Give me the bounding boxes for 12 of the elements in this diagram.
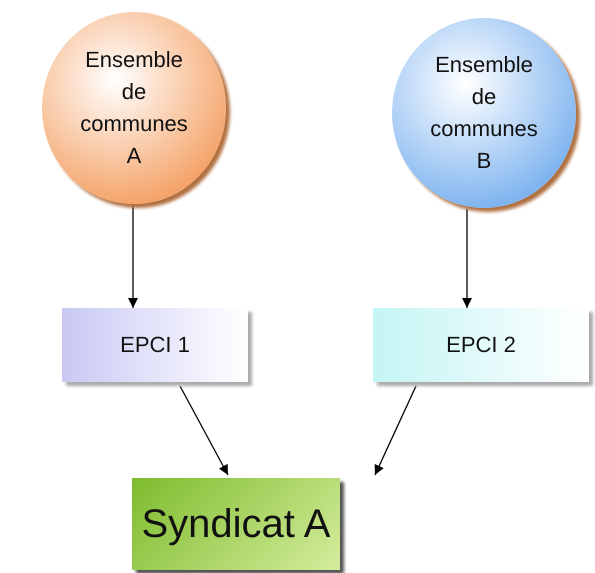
arrow bbox=[128, 205, 138, 308]
process-box bbox=[62, 308, 248, 382]
node-label: Syndicat A bbox=[141, 501, 330, 548]
node-label: Ensemble de communes A bbox=[79, 46, 189, 170]
node-label: Ensemble de communes B bbox=[429, 51, 539, 175]
arrow bbox=[179, 386, 229, 476]
node-label: EPCI 2 bbox=[446, 331, 516, 360]
arrow bbox=[374, 386, 417, 476]
process-box bbox=[132, 478, 340, 570]
arrow bbox=[462, 209, 472, 308]
process-box bbox=[373, 308, 589, 382]
node-label: EPCI 1 bbox=[120, 331, 190, 360]
